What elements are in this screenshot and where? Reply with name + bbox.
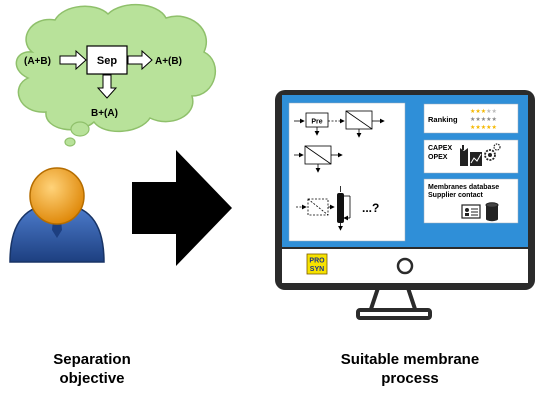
contact-card-icon bbox=[461, 204, 481, 219]
prosyn-logo: PRO SYN bbox=[306, 253, 328, 275]
user-icon bbox=[9, 167, 105, 263]
opex-label: OPEX bbox=[428, 154, 448, 161]
database-panel: Membranes database Supplier contact bbox=[423, 178, 519, 224]
gear-icon bbox=[484, 143, 501, 161]
database-line2: Supplier contact bbox=[428, 192, 484, 199]
separator-box bbox=[86, 45, 128, 75]
output-right-arrow bbox=[127, 49, 153, 71]
capex-label: CAPEX bbox=[428, 145, 452, 152]
cost-panel: CAPEX OPEX bbox=[423, 139, 519, 174]
big-arrow bbox=[132, 150, 232, 266]
output-bottom-arrow bbox=[96, 74, 118, 99]
logo-line1: PRO bbox=[309, 258, 325, 265]
output-bottom-label: B+(A) bbox=[91, 108, 118, 119]
output-right-label: A+(B) bbox=[155, 56, 182, 67]
pre-label: Pre bbox=[311, 119, 322, 126]
ranking-label: Ranking bbox=[428, 115, 458, 124]
chart-icon bbox=[470, 152, 482, 166]
input-arrow bbox=[59, 49, 87, 71]
stars-row-2: ★★★★★ bbox=[470, 116, 497, 123]
database-line1: Membranes database bbox=[428, 184, 499, 191]
separator-label: Sep bbox=[97, 55, 117, 67]
power-button bbox=[396, 257, 414, 275]
left-caption: Separation objective bbox=[22, 350, 162, 388]
stars-row-1: ★★★★★ bbox=[470, 108, 497, 115]
ranking-panel: Ranking ★★★★★ ★★★★★ ★★★★★ bbox=[423, 103, 519, 134]
right-caption: Suitable membrane process bbox=[315, 350, 505, 388]
right-caption-line2: process bbox=[381, 370, 439, 387]
process-panel: Pre ...? bbox=[288, 102, 406, 242]
stars-row-3: ★★★★★ bbox=[470, 124, 497, 131]
factory-icon bbox=[460, 145, 468, 166]
left-caption-line1: Separation bbox=[53, 351, 131, 368]
thought-cloud bbox=[15, 3, 217, 147]
logo-line2: SYN bbox=[310, 266, 324, 273]
left-caption-line2: objective bbox=[59, 370, 125, 387]
more-label: ...? bbox=[362, 201, 379, 215]
database-icon bbox=[485, 202, 499, 222]
separation-scheme: (A+B) Sep A+(B) B+(A) bbox=[24, 45, 182, 119]
right-caption-line1: Suitable membrane bbox=[340, 351, 480, 368]
input-label: (A+B) bbox=[24, 56, 51, 67]
